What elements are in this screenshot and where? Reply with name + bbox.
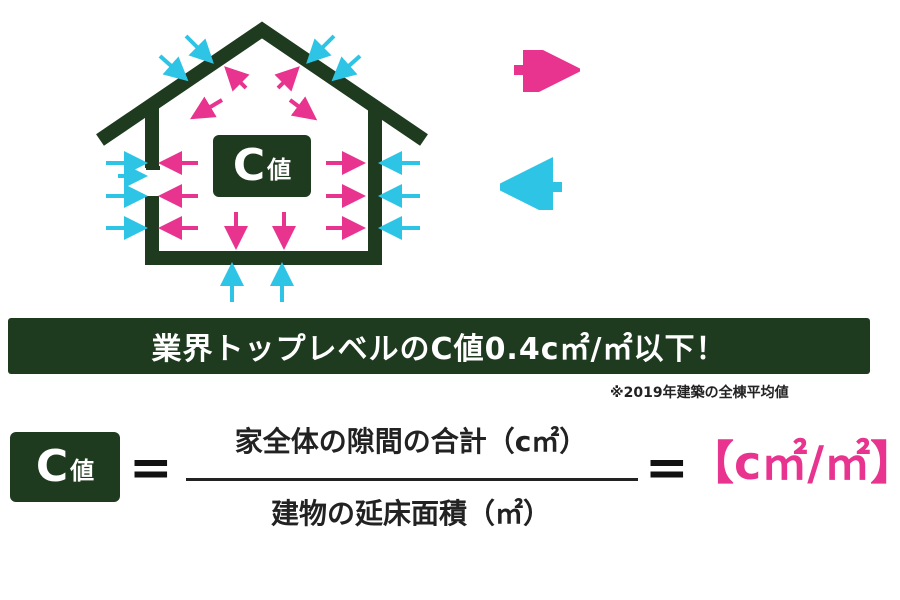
cyan-inflow-arrow-icon: [158, 54, 189, 82]
legend-text-area-out: [505, 92, 781, 154]
footnote: ※2019年建築の全棟平均値: [610, 385, 789, 401]
formula-c-value-badge: C 値: [10, 432, 120, 502]
magenta-outflow-arrow-icon: [274, 66, 300, 92]
headline-banner: 業界トップレベルのC値0.4c㎡/㎡以下！: [8, 318, 870, 374]
house-diagram: [96, 21, 428, 302]
magenta-outflow-arrow-icon: [224, 66, 250, 92]
magenta-outflow-arrow-icon: [189, 96, 224, 120]
formula-badge-c-letter: C: [35, 441, 69, 492]
cyan-inflow-arrow-icon: [306, 34, 336, 64]
formula-fraction-line: [186, 478, 638, 481]
house-roof: [96, 21, 428, 146]
cyan-inflow-arrow-icon: [184, 34, 214, 64]
formula-denominator: 建物の延床面積（㎡）: [270, 497, 551, 530]
legend-icons: [500, 50, 580, 210]
legend-text-area-in: [505, 210, 745, 274]
magenta-outflow-arrow-icon: [288, 96, 318, 121]
badge-c-kanji: 値: [267, 156, 292, 184]
banner-text: 業界トップレベルのC値0.4c㎡/㎡以下！: [151, 332, 727, 367]
formula-badge-c-kanji: 値: [70, 457, 95, 485]
cyan-inflow-arrow-icon: [331, 54, 362, 82]
formula-equals-right: =: [645, 438, 689, 498]
formula-equals-left: =: [129, 438, 173, 498]
badge-c-letter: C: [232, 140, 266, 191]
formula-numerator: 家全体の隙間の合計（c㎡）: [234, 425, 588, 458]
house-c-value-badge: C 値: [213, 135, 311, 197]
formula-result-unit: 【c㎡/㎡】: [688, 436, 900, 490]
air-flow-arrows: [106, 34, 420, 302]
